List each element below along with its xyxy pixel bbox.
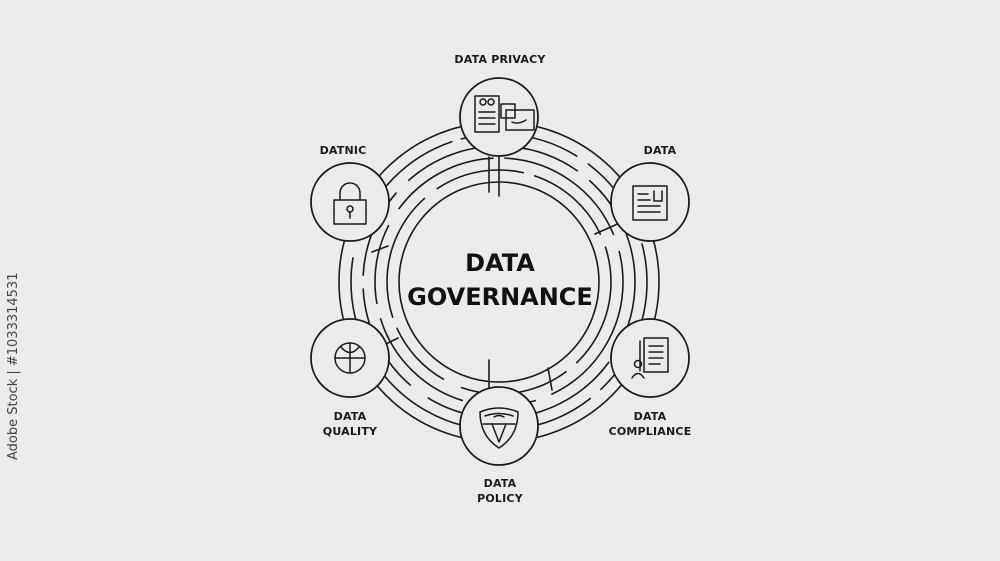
compliance-document-icon: [631, 337, 669, 379]
label-data-quality-line1: DATA: [333, 410, 367, 423]
label-data-privacy-text: DATA PRIVACY: [454, 53, 546, 66]
label-data-text: DATA: [643, 144, 677, 157]
label-data-policy: DATA POLICY: [450, 476, 550, 506]
node-datnic-circle: [310, 162, 390, 242]
label-data-compliance-line1: DATA: [633, 410, 667, 423]
padlock-icon: [333, 182, 367, 225]
label-data-compliance: DATA COMPLIANCE: [590, 409, 710, 439]
label-data-privacy: DATA PRIVACY: [420, 52, 580, 67]
shield-icon: [479, 407, 519, 449]
target-icon: [334, 342, 366, 374]
node-policy-circle: [459, 386, 539, 466]
label-datnic: DATNIC: [293, 143, 393, 158]
documents-icon: [474, 95, 535, 133]
label-data-quality: DATA QUALITY: [300, 409, 400, 439]
center-title: DATA GOVERNANCE: [380, 246, 620, 314]
label-data: DATA: [610, 143, 710, 158]
connector-left-upper: [371, 245, 389, 253]
center-title-line1: DATA: [465, 249, 535, 277]
label-data-policy-line2: POLICY: [477, 492, 523, 505]
label-data-policy-line1: DATA: [483, 477, 517, 490]
node-data-circle: [610, 162, 690, 242]
document-icon: [632, 185, 668, 221]
label-datnic-text: DATNIC: [319, 144, 367, 157]
connector-bottom-right: [547, 367, 553, 391]
stock-id-watermark: Adobe Stock | #1033314531: [6, 272, 21, 460]
center-title-line2: GOVERNANCE: [407, 283, 593, 311]
label-data-quality-line2: QUALITY: [322, 425, 378, 438]
label-data-compliance-line2: COMPLIANCE: [608, 425, 692, 438]
